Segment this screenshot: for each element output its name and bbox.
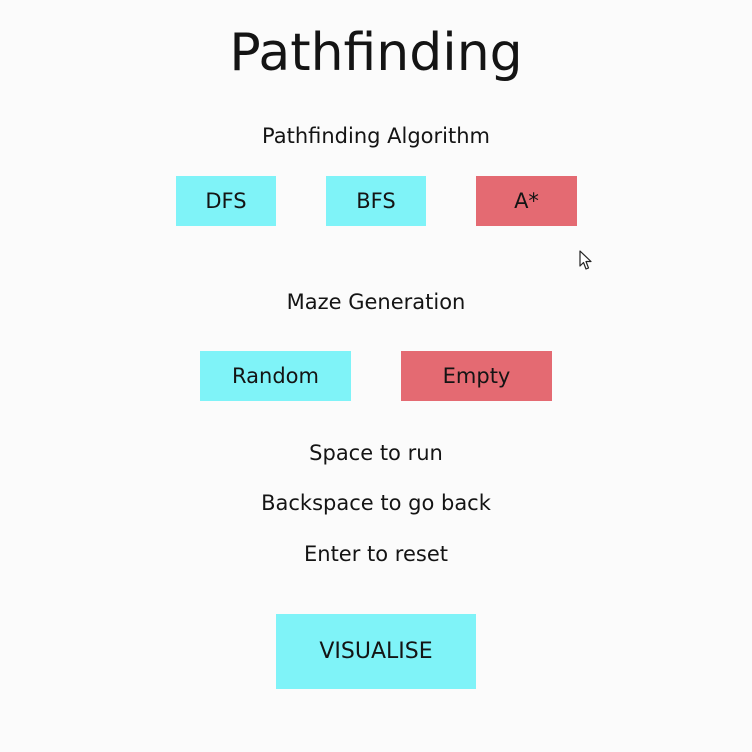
page-title: Pathfinding [229, 23, 523, 83]
visualise-button[interactable]: VISUALISE [276, 614, 476, 689]
empty-maze-button[interactable]: Empty [401, 351, 552, 401]
instruction-back: Backspace to go back [261, 491, 491, 515]
bfs-button[interactable]: BFS [326, 176, 426, 226]
a-star-button[interactable]: A* [476, 176, 577, 226]
instruction-reset: Enter to reset [304, 542, 448, 566]
random-maze-button[interactable]: Random [200, 351, 351, 401]
arrow-cursor-icon [579, 250, 592, 270]
algorithm-heading: Pathfinding Algorithm [262, 124, 490, 148]
dfs-button[interactable]: DFS [176, 176, 276, 226]
maze-generation-heading: Maze Generation [286, 290, 466, 314]
instruction-run: Space to run [309, 441, 443, 465]
